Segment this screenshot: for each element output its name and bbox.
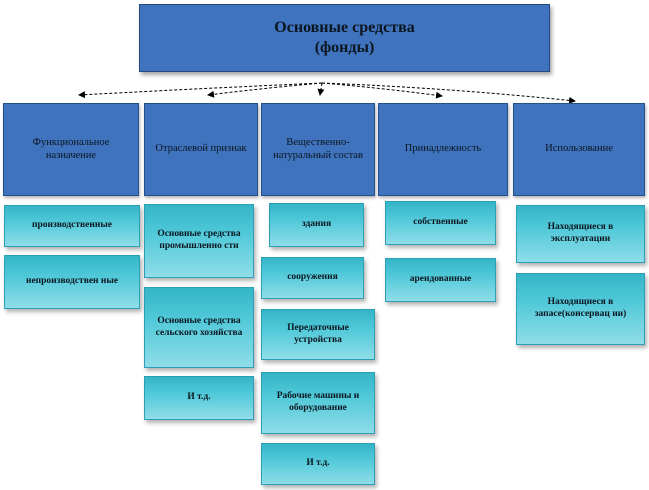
category-label: Функциональное назначение (32, 136, 110, 161)
category-label: Отраслевой признак (155, 143, 247, 155)
item-owned: собственные (385, 201, 496, 245)
item-buildings: здания (269, 203, 364, 247)
item-material-etc: И т.д. (261, 443, 375, 485)
category-label: Использование (545, 143, 613, 155)
category-label: Вещественно-натуральный состав (273, 136, 363, 161)
title-box: Основные средства (фонды) (139, 4, 550, 72)
title-line1: Основные средства (274, 19, 415, 36)
item-in-operation: Находящиеся в эксплуатации (516, 205, 645, 263)
item-in-reserve: Находящиеся в запасе(консервац ии) (516, 273, 645, 345)
category-label: Принадлежность (404, 143, 482, 155)
item-machinery: Рабочие машины и оборудование (261, 372, 375, 434)
arrow-to-material (317, 82, 325, 96)
item-industry: Основные средства промышленно сти (144, 204, 254, 278)
title-line2: (фонды) (314, 39, 375, 56)
category-usage: Использование (513, 103, 645, 196)
arrow-to-ownership (321, 82, 443, 99)
category-branch: Отраслевой признак (144, 103, 258, 196)
item-production: производственные (4, 205, 140, 247)
item-branch-etc: И т.д. (144, 376, 254, 420)
category-material: Вещественно-натуральный состав (261, 103, 375, 196)
arrow-to-usage (321, 82, 576, 104)
item-agriculture: Основные средства сельского хозяйства (144, 287, 254, 368)
item-transmission: Передаточные устройства (261, 309, 375, 360)
arrow-to-branch (207, 82, 323, 98)
category-functional: Функциональное назначение (3, 103, 139, 196)
item-non-production: непроизводствен ные (4, 255, 140, 309)
item-structures: сооружения (261, 257, 364, 299)
arrow-to-functional (78, 82, 323, 99)
category-ownership: Принадлежность (378, 103, 508, 196)
item-leased: арендованные (385, 258, 496, 302)
